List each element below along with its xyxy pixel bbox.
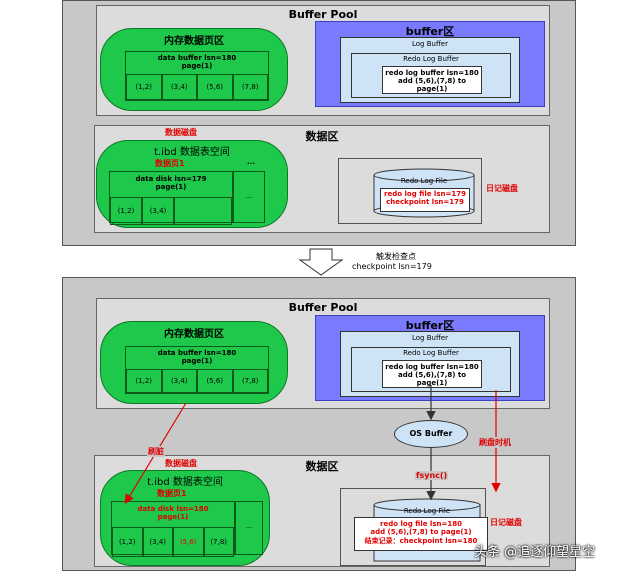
page-cell: (7,8)	[232, 369, 268, 393]
page-cell: (1,2)	[112, 527, 143, 557]
top-data-disk-label: 数据磁盘	[165, 128, 197, 137]
page-cell: (7,8)	[203, 527, 234, 557]
bottom-log-file-content: redo log file lsn=180 add (5,6),(7,8) to…	[354, 517, 488, 551]
trigger-checkpoint-label: 触发检查点	[376, 252, 416, 261]
page-cell: (3,4)	[142, 197, 174, 225]
bottom-log-buffer-title: Log Buffer	[412, 334, 448, 342]
bottom-ellipsis-box: ...	[235, 501, 263, 555]
bottom-data-buffer-box: data buffer lsn=180 page(1) (1,2) (3,4) …	[125, 346, 269, 394]
fsync-label: fsync()	[415, 471, 449, 480]
top-data-buffer-text: data buffer lsn=180 page(1)	[157, 54, 237, 70]
top-ibd-tablespace: t.ibd 数据表空间 数据页1 ... data disk lsn=179 p…	[96, 140, 288, 228]
bottom-data-disk-box: data disk lsn=180 page(1) (1,2) (3,4) (5…	[111, 501, 235, 557]
top-ellipsis-2: ...	[245, 192, 253, 200]
bottom-memory-pages-title: 内存数据页区	[164, 329, 224, 340]
bottom-buffer-zone-title: buffer区	[405, 319, 455, 332]
page-cell: (5,6)	[173, 527, 204, 557]
top-page1-label: 数据页1	[155, 159, 185, 168]
page-cell: (5,6)	[197, 74, 233, 100]
bottom-ibd-tablespace: t.ibd 数据表空间 数据页1 data disk lsn=180 page(…	[100, 470, 270, 566]
page-cell: (3,4)	[142, 527, 173, 557]
watermark: 头条 @追逐仰望星空	[474, 545, 596, 560]
flush-time-label: 刷盘时机	[478, 437, 512, 448]
top-ellipsis-box: ...	[233, 171, 265, 223]
page-cell: (3,4)	[161, 369, 197, 393]
page-cell	[174, 197, 232, 225]
page-cell: (1,2)	[126, 369, 162, 393]
top-data-disk-text: data disk lsn=179 page(1)	[135, 175, 207, 191]
bottom-log-buffer: Log Buffer Redo Log Buffer redo log buff…	[340, 331, 520, 397]
checkpoint-lsn-label: checkpoint lsn=179	[352, 262, 432, 271]
top-log-buffer-title: Log Buffer	[412, 40, 448, 48]
bottom-data-disk-cells: (1,2) (3,4) (5,6) (7,8)	[112, 527, 234, 557]
top-redo-log-buffer-title: Redo Log Buffer	[403, 55, 459, 63]
bottom-data-disk-text: data disk lsn=180 page(1)	[137, 505, 209, 521]
top-log-disk-label: 日记磁盘	[486, 184, 518, 193]
os-buffer-label: OS Buffer	[409, 429, 453, 438]
top-log-buffer: Log Buffer Redo Log Buffer redo log buff…	[340, 37, 520, 103]
flush-dirty-label: 刷脏	[147, 446, 165, 457]
bottom-buffer-pool-title: Buffer Pool	[288, 301, 358, 314]
top-ellipsis-1: ...	[247, 158, 255, 166]
bottom-buffer-zone: buffer区 Log Buffer Redo Log Buffer redo …	[315, 315, 545, 401]
top-buffer-zone-title: buffer区	[405, 25, 455, 38]
bottom-data-buffer-cells: (1,2) (3,4) (5,6) (7,8)	[126, 369, 268, 393]
bottom-page1-label: 数据页1	[157, 489, 187, 498]
bottom-ibd-title: t.ibd 数据表空间	[147, 477, 223, 488]
bottom-redo-content: redo log buffer lsn=180 add (5,6),(7,8) …	[382, 360, 482, 388]
top-data-buffer-cells: (1,2) (3,4) (5,6) (7,8)	[126, 74, 268, 100]
bottom-redo-log-buffer: Redo Log Buffer redo log buffer lsn=180 …	[351, 347, 511, 392]
page-cell: (1,2)	[110, 197, 142, 225]
top-data-disk-cells: (1,2) (3,4)	[110, 197, 232, 225]
top-redo-content: redo log buffer lsn=180 add (5,6),(7,8) …	[382, 66, 482, 94]
top-data-buffer-box: data buffer lsn=180 page(1) (1,2) (3,4) …	[125, 51, 269, 101]
top-redo-log-buffer: Redo Log Buffer redo log buffer lsn=180 …	[351, 53, 511, 98]
bottom-memory-pages: 内存数据页区 data buffer lsn=180 page(1) (1,2)…	[100, 321, 288, 404]
page-cell: (3,4)	[161, 74, 197, 100]
bottom-data-disk-label: 数据磁盘	[165, 459, 197, 468]
top-buffer-zone: buffer区 Log Buffer Redo Log Buffer redo …	[315, 21, 545, 107]
page-cell: (7,8)	[232, 74, 268, 100]
page-cell: (5,6)	[197, 369, 233, 393]
bottom-data-zone-title: 数据区	[305, 460, 339, 473]
checkpoint-arrow-icon	[298, 248, 344, 276]
top-memory-pages: 内存数据页区 data buffer lsn=180 page(1) (1,2)…	[100, 28, 288, 111]
bottom-log-disk-label: 日记磁盘	[490, 518, 522, 527]
page-cell: (1,2)	[126, 74, 162, 100]
bottom-data-buffer-text: data buffer lsn=180 page(1)	[157, 349, 237, 365]
top-data-zone-title: 数据区	[305, 130, 339, 143]
bottom-ellipsis: ...	[245, 522, 253, 530]
bottom-redo-log-file-title: Redo Log File	[403, 507, 451, 515]
top-data-disk-box: data disk lsn=179 page(1) (1,2) (3,4)	[109, 171, 233, 225]
top-memory-pages-title: 内存数据页区	[164, 36, 224, 47]
top-redo-log-file-title: Redo Log File	[400, 177, 448, 185]
top-ibd-title: t.ibd 数据表空间	[154, 147, 230, 158]
bottom-redo-log-buffer-title: Redo Log Buffer	[403, 349, 459, 357]
os-buffer-node	[394, 420, 468, 448]
top-log-file-content: redo log file lsn=179 checkpoint lsn=179	[380, 188, 470, 212]
top-buffer-pool-title: Buffer Pool	[288, 8, 358, 21]
